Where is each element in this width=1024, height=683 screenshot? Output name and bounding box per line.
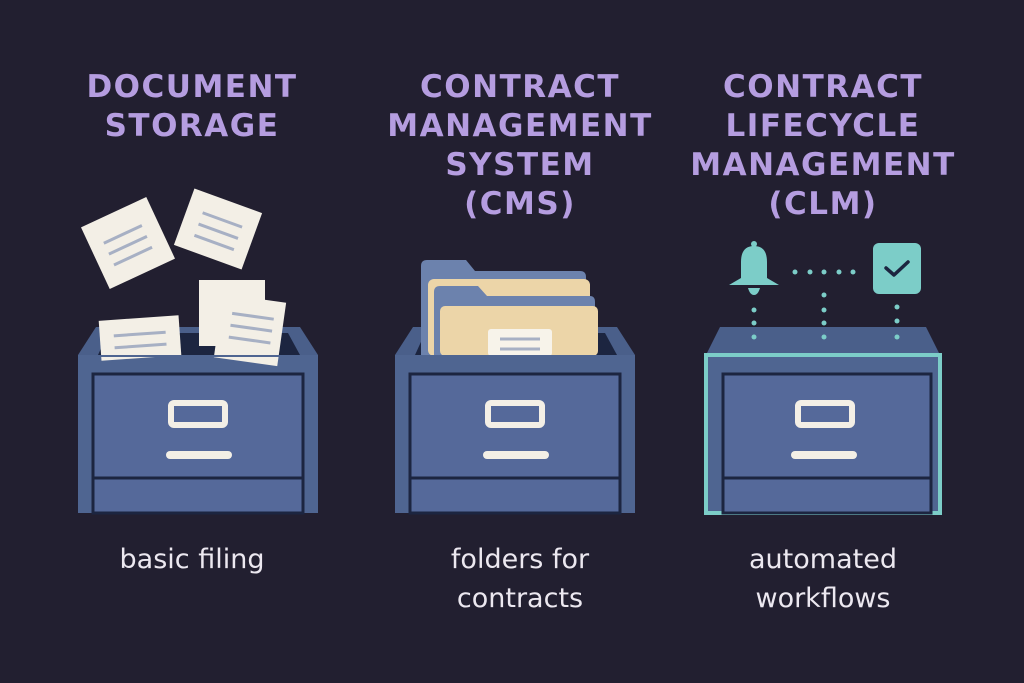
papers-icon xyxy=(81,188,263,290)
filing-cabinet-cms xyxy=(395,260,635,513)
folders-icon xyxy=(421,260,598,356)
workflow-dots xyxy=(751,269,900,340)
caption-line: automated xyxy=(749,544,897,575)
caption-line: folders for xyxy=(450,544,590,575)
caption-line: basic filing xyxy=(119,544,265,575)
title-line: STORAGE xyxy=(104,108,280,144)
checkbox-icon xyxy=(873,243,921,294)
title-line: (CLM) xyxy=(768,186,878,222)
title-line: LIFECYCLE xyxy=(725,108,921,144)
title-line: MANAGEMENT xyxy=(387,108,653,144)
title-line: CONTRACT xyxy=(420,69,620,105)
caption-line: workflows xyxy=(755,583,891,614)
bell-icon xyxy=(729,241,779,295)
filing-cabinet-clm xyxy=(704,327,942,515)
column-caption: folders for contracts xyxy=(360,540,680,618)
title-line: MANAGEMENT xyxy=(690,147,956,183)
column-title: CONTRACT MANAGEMENT SYSTEM (CMS) xyxy=(360,68,680,224)
column-caption: basic filing xyxy=(32,540,352,579)
column-title: DOCUMENT STORAGE xyxy=(32,68,352,146)
column-caption: automated workflows xyxy=(663,540,983,618)
caption-line: contracts xyxy=(456,583,584,614)
column-title: CONTRACT LIFECYCLE MANAGEMENT (CLM) xyxy=(663,68,983,224)
title-line: (CMS) xyxy=(464,186,576,222)
filing-cabinet-basic xyxy=(78,280,318,513)
title-line: DOCUMENT xyxy=(86,69,298,105)
title-line: SYSTEM xyxy=(445,147,595,183)
title-line: CONTRACT xyxy=(723,69,923,105)
